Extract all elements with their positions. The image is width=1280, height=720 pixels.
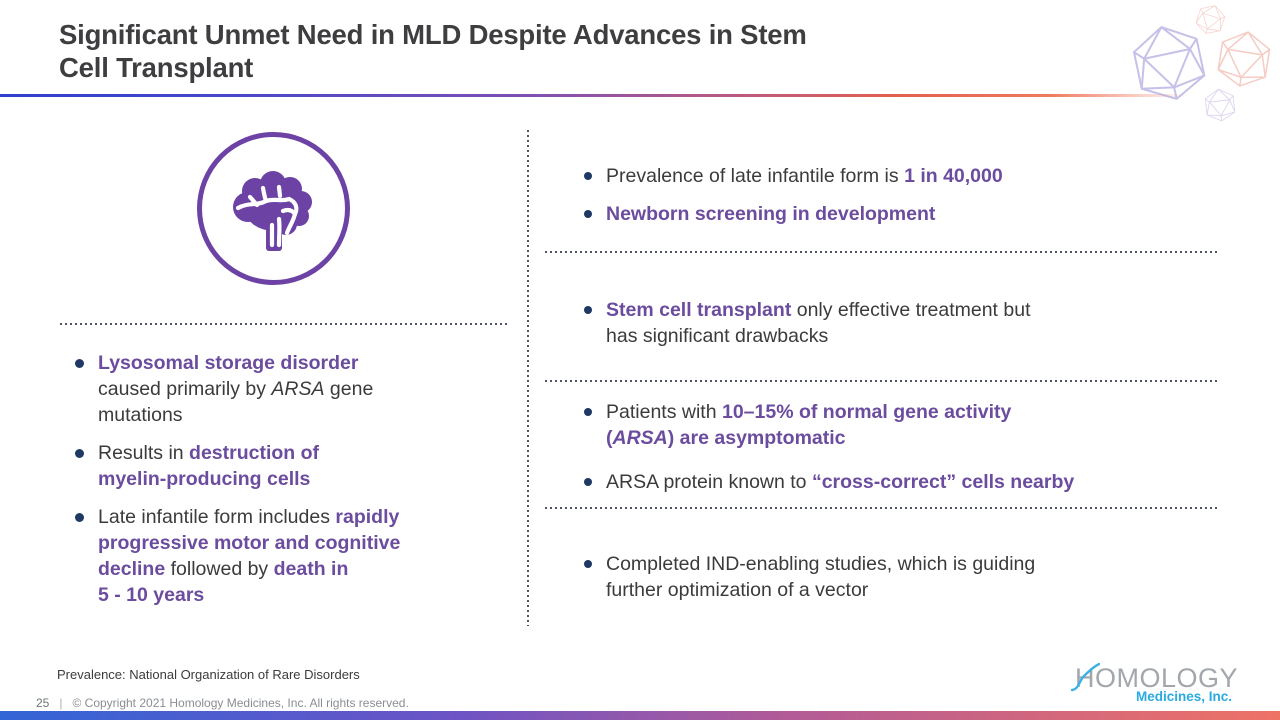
footer-divider: | [59, 696, 63, 710]
list-item: Completed IND-enabling studies, which is… [574, 551, 1234, 603]
bullet-dot [584, 306, 592, 314]
bottom-gradient-bar [0, 711, 1280, 720]
source-footnote: Prevalence: National Organization of Rar… [57, 667, 360, 682]
logo-word-text: HOMOLOGY [1074, 663, 1238, 693]
bullet-dot [584, 172, 592, 180]
copyright-row: 25 | © Copyright 2021 Homology Medicines… [36, 696, 409, 710]
bullet-text: Stem cell transplant only effective trea… [606, 299, 1031, 347]
bullet-text: ARSA protein known to “cross-correct” ce… [606, 471, 1075, 493]
copyright-text: © Copyright 2021 Homology Medicines, Inc… [72, 696, 409, 710]
bullet-text: Completed IND-enabling studies, which is… [606, 553, 1036, 601]
list-item: Patients with 10–15% of normal gene acti… [574, 399, 1234, 451]
title-underline-gradient [0, 94, 1280, 97]
bullet-dot [584, 210, 592, 218]
right-dotted-separator-1 [545, 251, 1217, 253]
brain-circle-badge [197, 132, 350, 285]
list-item: Stem cell transplant only effective trea… [574, 297, 1234, 349]
bullet-dot [584, 478, 592, 486]
bullet-text: Prevalence of late infantile form is 1 i… [606, 165, 1003, 187]
right-section-epidemiology: Prevalence of late infantile form is 1 i… [574, 163, 1234, 227]
homology-wordmark: HOMOLOGY [1070, 663, 1238, 693]
right-dotted-separator-2 [545, 380, 1217, 382]
dna-wave-icon [1070, 663, 1100, 692]
icosahedron-wireframe-icon [1201, 86, 1238, 123]
vertical-dotted-divider [527, 130, 529, 626]
page-number: 25 [36, 696, 50, 710]
bullet-text: Newborn screening in development [606, 203, 936, 225]
slide-title-line2: Cell Transplant [59, 52, 254, 83]
right-section-gene-activity: Patients with 10–15% of normal gene acti… [574, 399, 1234, 495]
logo-subtitle: Medicines, Inc. [1135, 689, 1232, 704]
bullet-dot [584, 408, 592, 416]
list-item: Prevalence of late infantile form is 1 i… [574, 163, 1234, 189]
bullet-dot [75, 359, 84, 368]
slide-title: Significant Unmet Need in MLD Despite Ad… [59, 18, 999, 84]
homology-logo: HOMOLOGY Medicines, Inc. [1070, 663, 1238, 704]
slide-title-line1: Significant Unmet Need in MLD Despite Ad… [59, 19, 807, 50]
bullet-dot [584, 560, 592, 568]
bullet-dot [75, 513, 84, 522]
right-section-ind-studies: Completed IND-enabling studies, which is… [574, 551, 1234, 603]
brain-icon [232, 170, 312, 251]
left-dotted-rule [60, 323, 510, 325]
bullet-dot [75, 449, 84, 458]
right-section-treatment: Stem cell transplant only effective trea… [574, 297, 1234, 349]
right-dotted-separator-3 [545, 507, 1217, 509]
list-item: Newborn screening in development [574, 201, 1234, 227]
list-item: ARSA protein known to “cross-correct” ce… [574, 469, 1234, 495]
bullet-text: Patients with 10–15% of normal gene acti… [606, 401, 1012, 449]
